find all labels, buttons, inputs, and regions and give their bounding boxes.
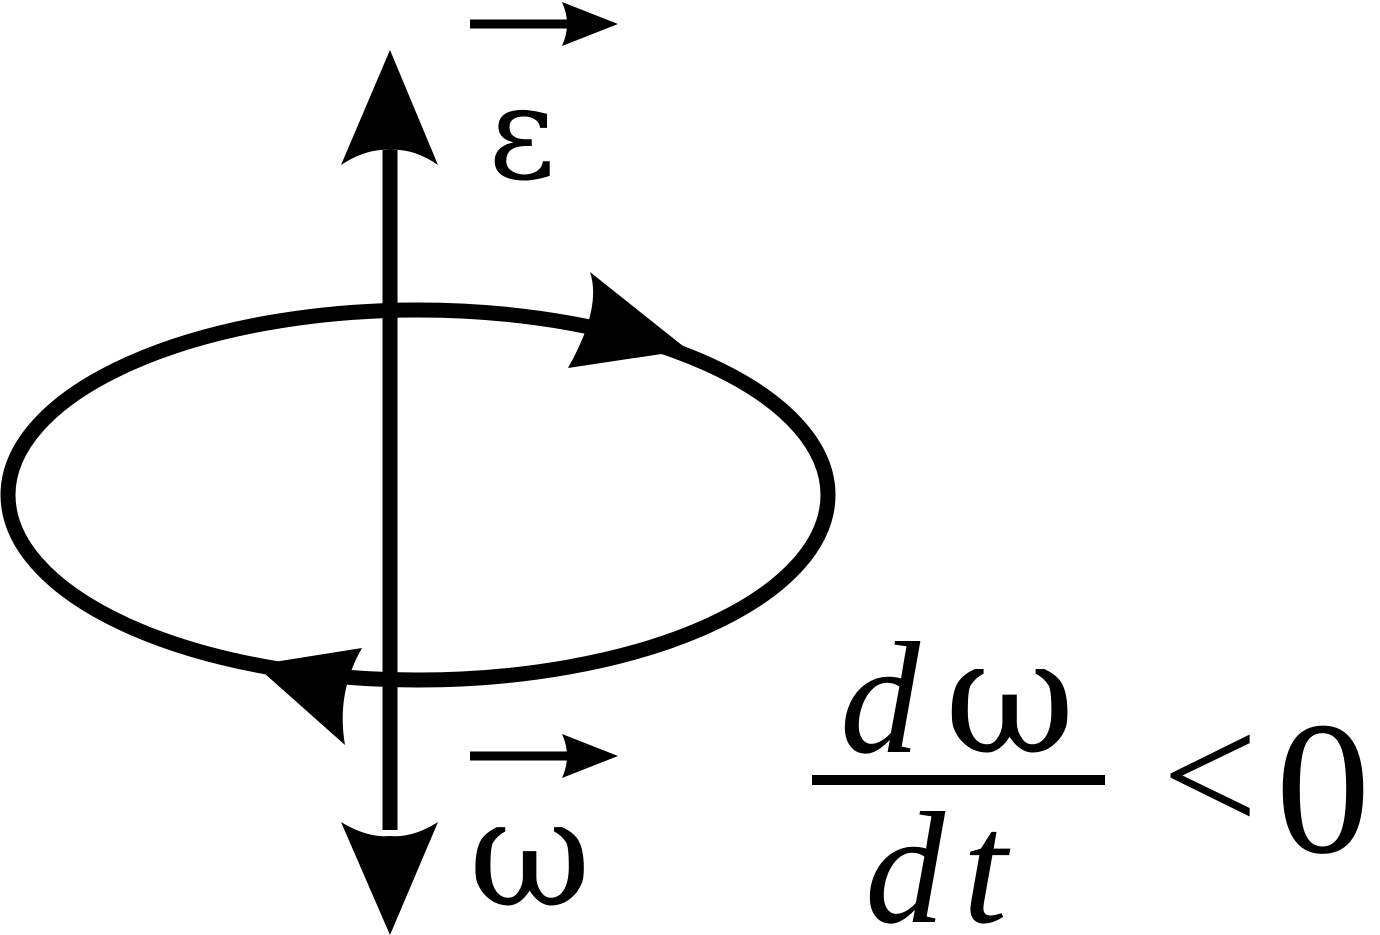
rotation-arrowhead-top (568, 272, 688, 368)
epsilon-vector-arrow (470, 2, 618, 46)
omega-vector-arrow (470, 734, 618, 778)
zero-value: 0 (1276, 684, 1371, 894)
fraction-numerator-omega: ω (945, 603, 1075, 790)
omega-label: ω (469, 767, 591, 935)
rotation-arrowhead-bottom (255, 648, 362, 745)
rotation-loop (0, 302, 836, 688)
fraction-denominator-d: d (865, 779, 946, 935)
axis-arrowhead-up (341, 50, 438, 165)
fraction-numerator-d: d (840, 609, 921, 787)
less-than-sign: < (1162, 681, 1258, 869)
deceleration-condition: d ω d t < 0 (812, 603, 1371, 935)
epsilon-label: ε (488, 57, 555, 209)
axis-arrowhead-down (341, 822, 438, 935)
fraction-denominator-t: t (963, 779, 1011, 935)
